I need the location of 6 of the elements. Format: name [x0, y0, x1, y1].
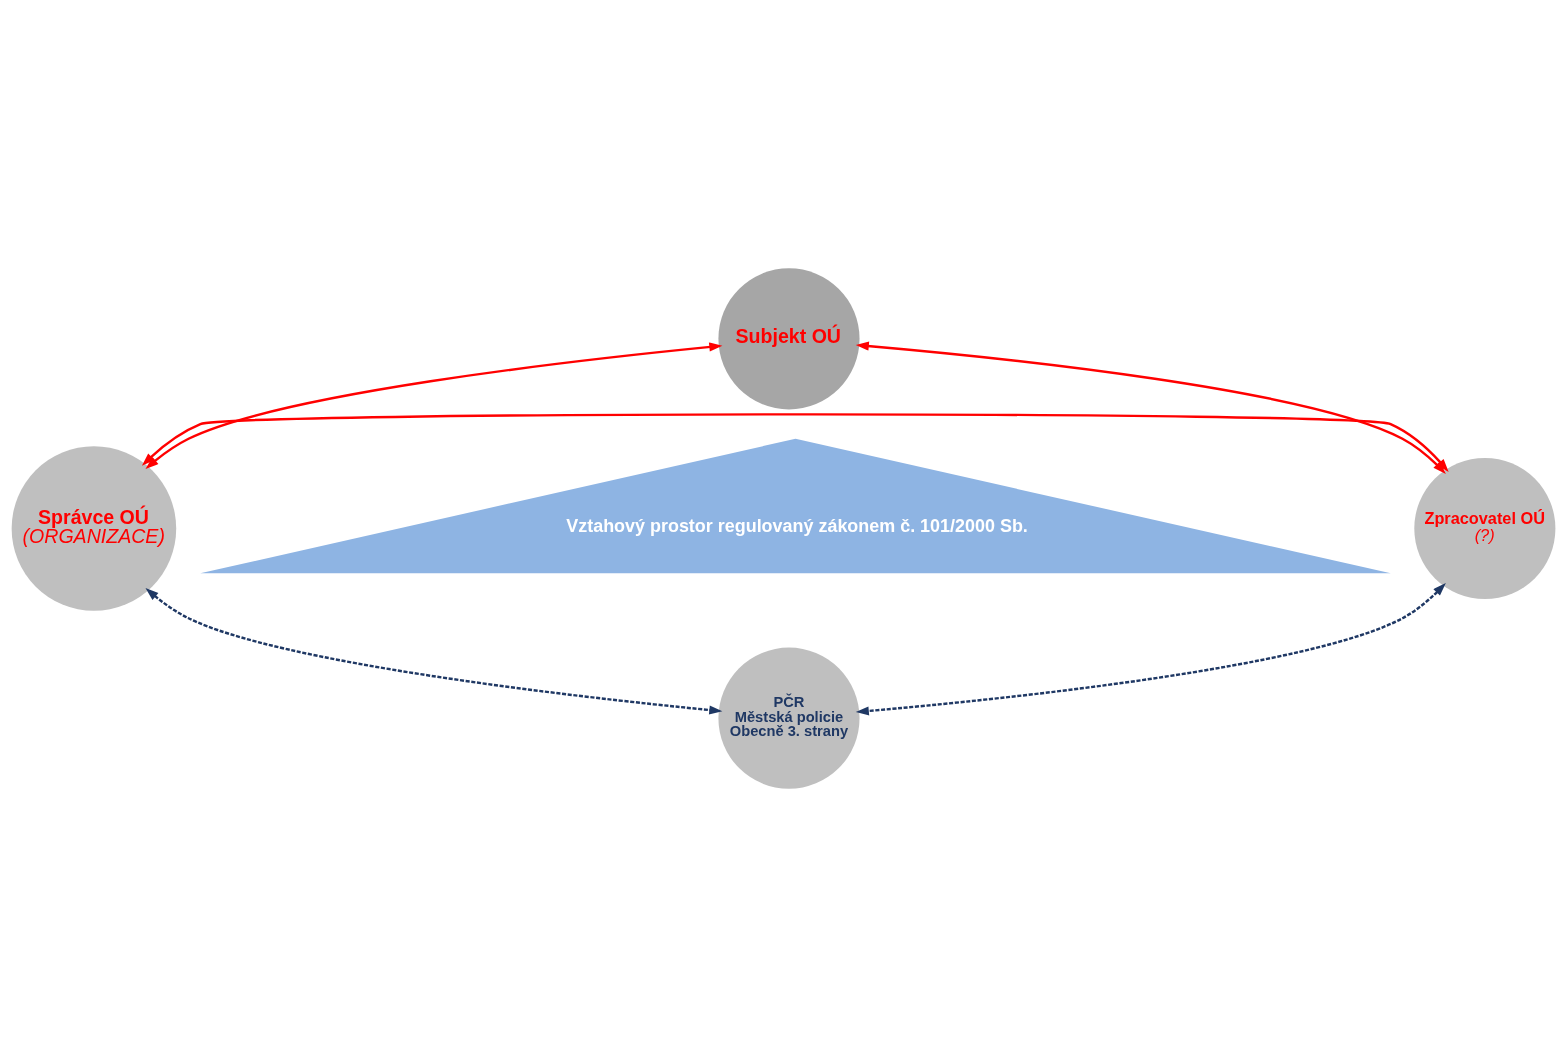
- node-circle: Správce OÚ (ORGANIZACE): [11, 445, 177, 611]
- arrow: [855, 582, 1446, 715]
- node-circle: Subjekt OÚ: [718, 267, 860, 409]
- arrow: [145, 341, 723, 469]
- arrow: [145, 587, 723, 715]
- node-circle: PČR Městská policie Obecně 3. strany: [718, 647, 860, 789]
